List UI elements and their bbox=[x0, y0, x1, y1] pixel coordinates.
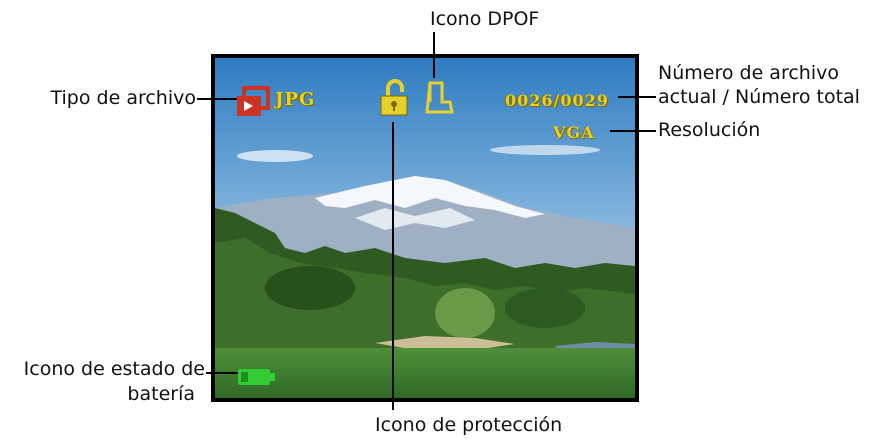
leader-line-dpof bbox=[433, 32, 435, 78]
file-type-label: Tipo de archivo bbox=[50, 87, 197, 109]
leader-line-file-type bbox=[197, 98, 237, 100]
battery-full-icon bbox=[238, 369, 275, 385]
camera-playback-screen: JPG 0026/0029 VGA bbox=[211, 54, 639, 402]
file-type-icon bbox=[237, 86, 270, 116]
landscape-photo bbox=[215, 58, 635, 398]
print-order-icon bbox=[425, 81, 454, 114]
file-number-label-line1: Número de archivo bbox=[658, 62, 839, 84]
leader-line-protection bbox=[392, 122, 394, 410]
protection-icon-label: Icono de protección bbox=[375, 414, 563, 436]
battery-label-line1: Icono de estado de bbox=[23, 358, 205, 380]
file-counter: 0026/0029 bbox=[505, 91, 609, 110]
resolution-label: Resolución bbox=[658, 119, 761, 141]
leader-line-resolution bbox=[610, 130, 656, 132]
resolution-text: VGA bbox=[553, 123, 595, 142]
dpof-icon-label: Icono DPOF bbox=[430, 8, 540, 30]
leader-line-battery bbox=[206, 372, 238, 374]
leader-line-file-number bbox=[618, 96, 656, 98]
file-type-text: JPG bbox=[275, 89, 316, 110]
file-number-label-line2: actual / Número total bbox=[658, 86, 860, 108]
lock-icon bbox=[380, 79, 408, 116]
battery-label-line2: batería bbox=[127, 383, 195, 405]
